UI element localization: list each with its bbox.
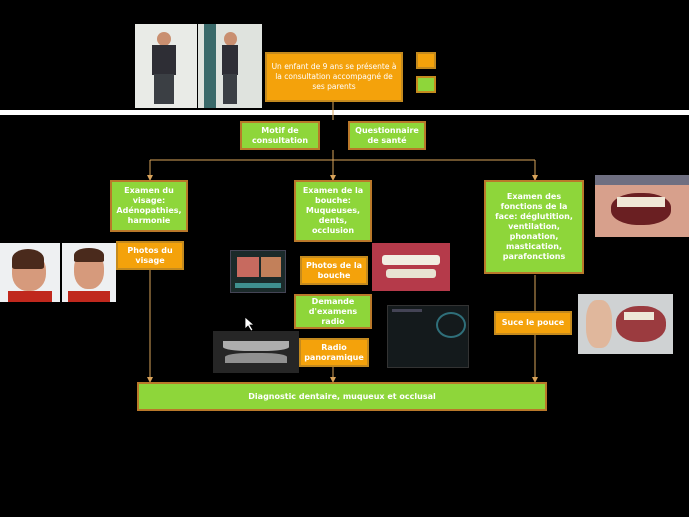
open-mouth-photo — [595, 175, 689, 237]
legend-orange — [416, 52, 436, 69]
child-front-photo — [135, 24, 197, 108]
examen-visage-box: Examen du visage: Adénopathies, harmonie — [110, 180, 188, 232]
examen-fonctions-box: Examen des fonctions de la face: dégluti… — [484, 180, 584, 274]
photos-visage-box: Photos du visage — [116, 241, 184, 270]
panoramic-xray-photo — [213, 331, 299, 373]
motif-consultation-box: Motif de consultation — [240, 121, 320, 150]
separator-band — [0, 110, 689, 115]
teeth-photo — [372, 243, 450, 291]
demande-examens-radio-box: Demande d'examens radio — [294, 294, 372, 329]
intro-box: Un enfant de 9 ans se présente à la cons… — [265, 52, 403, 102]
suce-pouce-box: Suce le pouce — [494, 311, 572, 335]
legend-green — [416, 76, 436, 93]
examen-bouche-box: Examen de la bouche: Muqueuses, dents, o… — [294, 180, 372, 242]
face-front-photo — [62, 243, 116, 302]
face-profile-photo — [0, 243, 60, 302]
child-side-photo — [198, 24, 262, 108]
mouse-cursor-icon — [244, 316, 256, 332]
photos-bouche-box: Photos de la bouche — [300, 256, 368, 285]
diagnostic-box: Diagnostic dentaire, muqueux et occlusal — [137, 382, 547, 411]
radio-panoramique-box: Radio panoramique — [299, 338, 369, 367]
radio-app-screenshot — [387, 305, 469, 368]
software-screenshot-photo — [230, 250, 286, 293]
thumb-photo — [578, 294, 673, 354]
questionnaire-sante-box: Questionnaire de santé — [348, 121, 426, 150]
